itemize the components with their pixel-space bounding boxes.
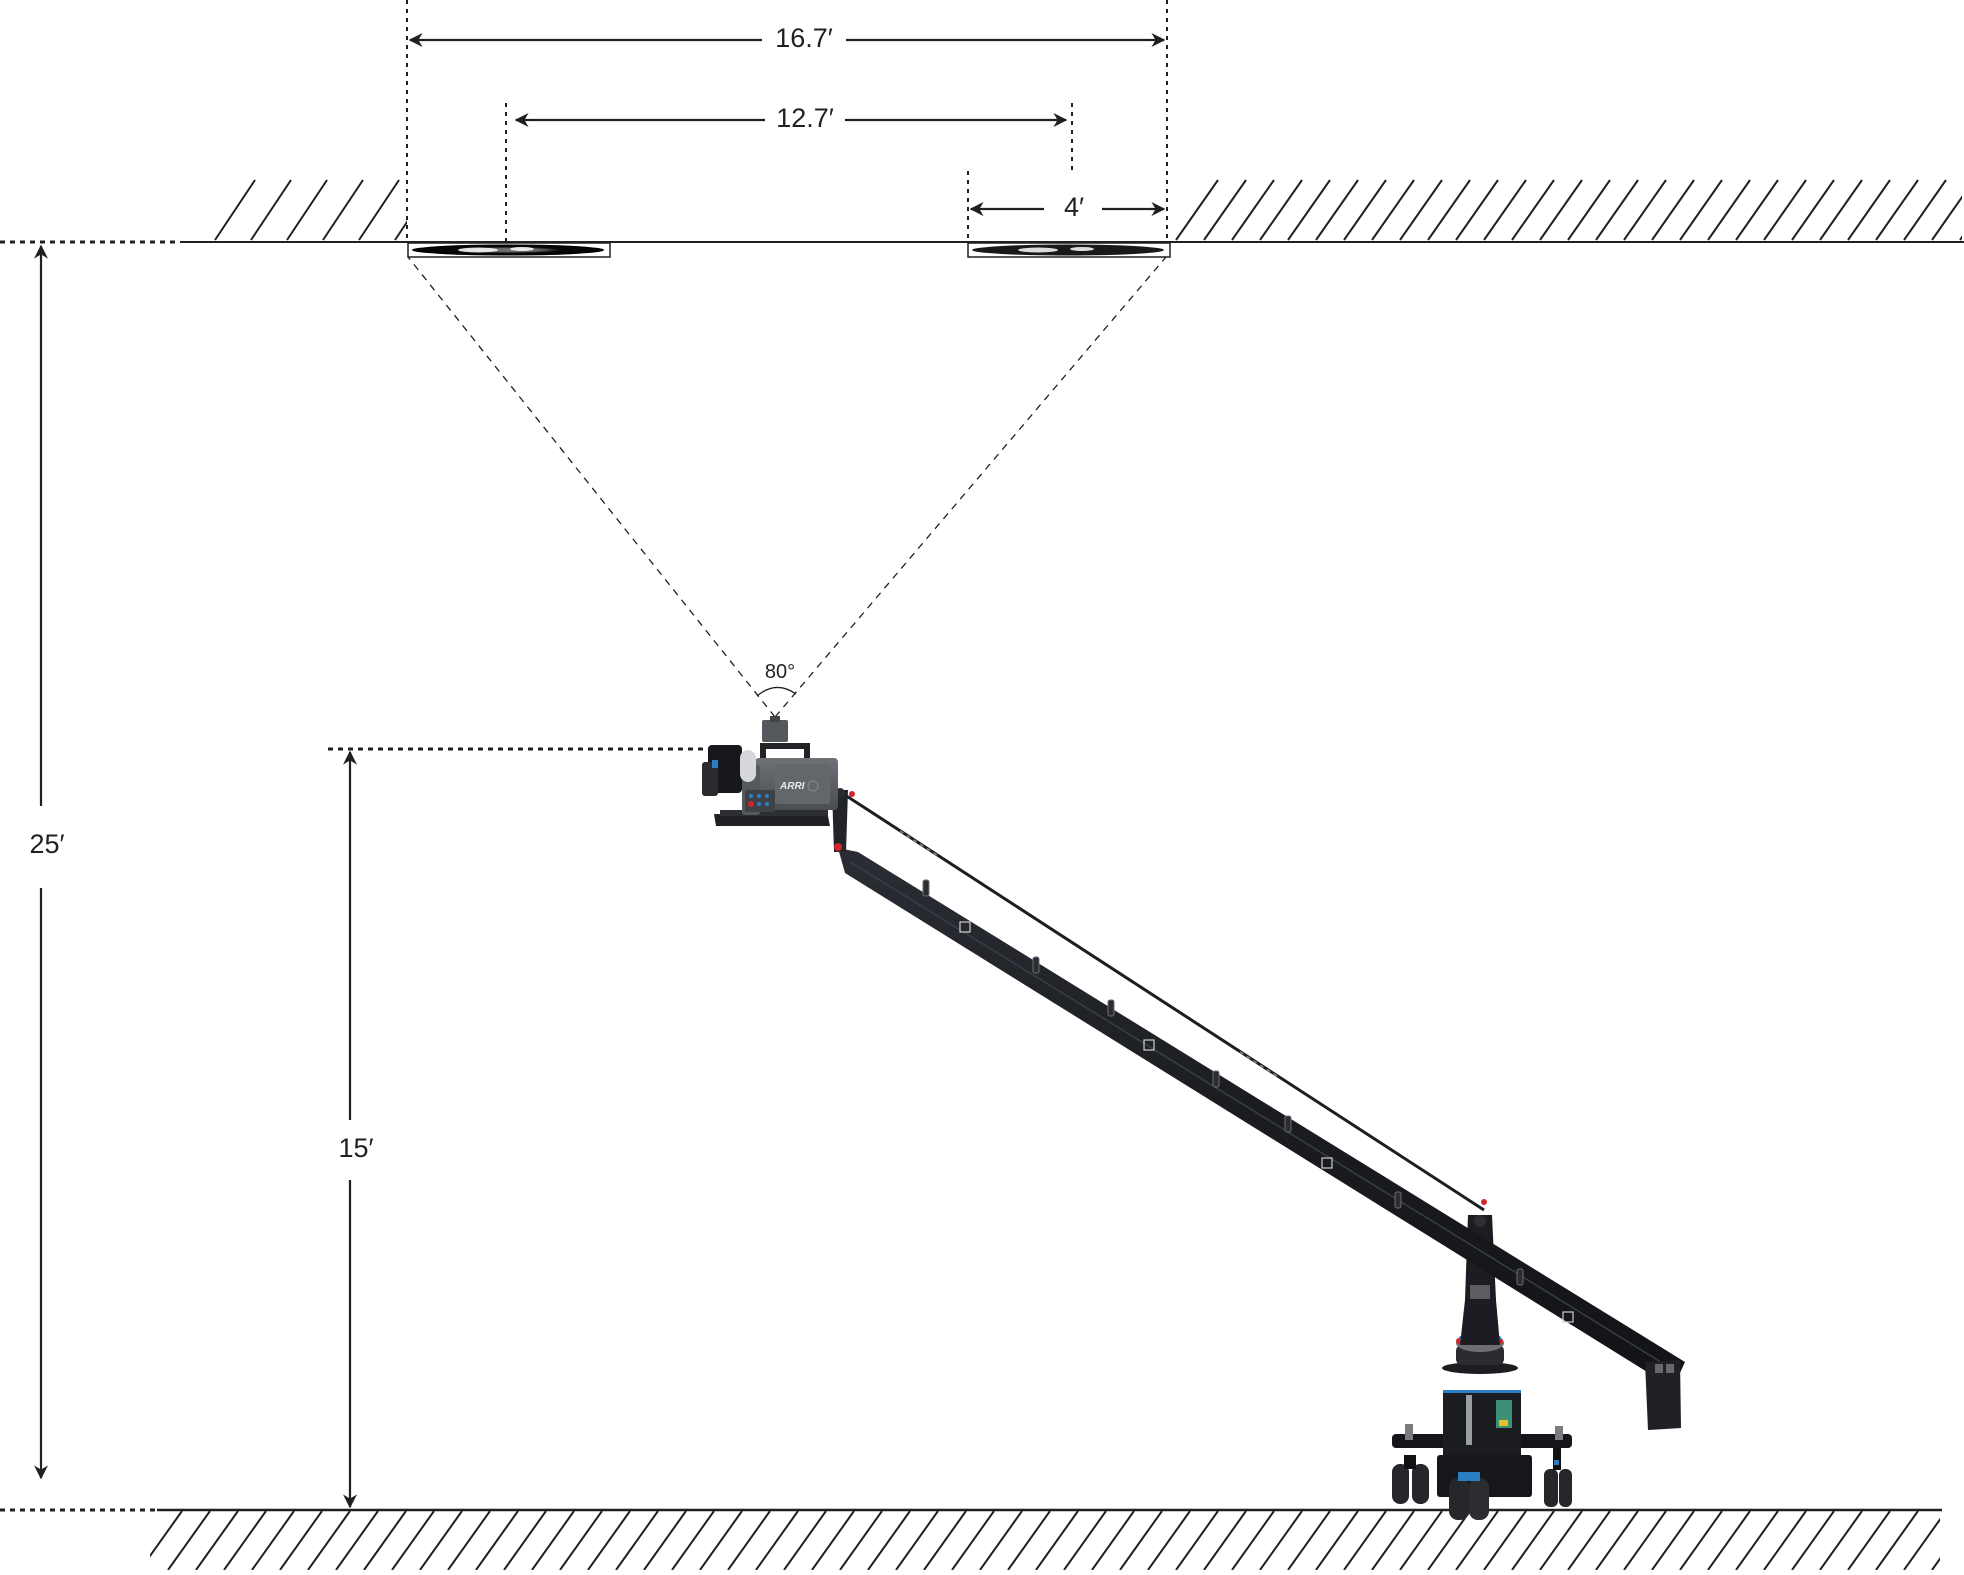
cinema-camera: ARRI (702, 716, 838, 826)
crane-dolly (1392, 1334, 1572, 1520)
ceiling-hatch-left (214, 179, 407, 241)
ceiling-light-right (967, 242, 1171, 258)
field-of-view-cone (407, 256, 1167, 718)
dolly-wheel-center (1449, 1472, 1489, 1520)
floor (0, 1508, 1942, 1570)
label-inner-width: 12.7′ (770, 103, 840, 133)
label-lens-height: 15′ (332, 1133, 380, 1163)
ceiling (0, 179, 1964, 244)
arm-logos (959, 921, 1574, 1323)
dolly-wheel-left (1392, 1455, 1429, 1504)
ceiling-hatch-right (1175, 179, 1962, 241)
jib-arm (832, 788, 1685, 1430)
label-total-width: 16.7′ (769, 23, 839, 53)
floor-hatch (150, 1511, 1940, 1570)
label-light-width: 4′ (1057, 192, 1091, 222)
label-field-of-view: 80° (764, 661, 796, 683)
counterweight (1645, 1360, 1681, 1430)
tension-cable (844, 793, 1485, 1212)
extension-lines (406, 0, 1168, 242)
arm-handles (922, 879, 1524, 1286)
fov-angle-arc (756, 686, 797, 697)
ceiling-light-left (407, 242, 611, 258)
label-ceiling-height: 25′ (23, 829, 71, 859)
camera-brand: ARRI (779, 781, 805, 792)
camera-lens (702, 745, 756, 796)
dolly-wheel-right (1544, 1448, 1572, 1507)
